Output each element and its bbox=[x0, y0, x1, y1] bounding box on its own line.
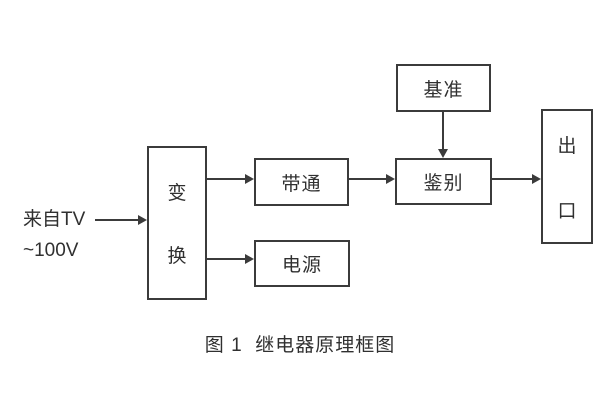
block-discriminator: 鉴别 bbox=[395, 158, 492, 205]
block-power: 电源 bbox=[254, 240, 350, 287]
arrow-transform-to-power bbox=[207, 254, 254, 264]
arrow-input-to-transform bbox=[95, 215, 147, 225]
block-transform: 变 换 bbox=[147, 146, 207, 300]
arrow-transform-to-bandpass bbox=[207, 174, 254, 184]
block-transform-label-char2: 换 bbox=[167, 246, 187, 267]
input-voltage-label: ~100V bbox=[23, 240, 79, 261]
input-source-label: 来自TV bbox=[23, 209, 86, 230]
block-power-label: 电源 bbox=[281, 255, 322, 276]
block-discriminator-label: 鉴别 bbox=[423, 173, 464, 194]
block-reference-label: 基准 bbox=[423, 79, 464, 101]
arrow-reference-to-discriminator bbox=[438, 112, 448, 158]
block-transform-label-char1: 变 bbox=[167, 183, 187, 204]
block-bandpass: 带通 bbox=[254, 158, 349, 206]
block-bandpass-label: 带通 bbox=[281, 173, 322, 195]
block-outlet-label-char2: 口 bbox=[557, 200, 577, 222]
block-outlet-label-char1: 出 bbox=[557, 135, 577, 157]
figure-caption: 图 1 继电器原理框图 bbox=[204, 335, 396, 356]
block-outlet: 出 口 bbox=[541, 109, 593, 244]
arrow-bandpass-to-discriminator bbox=[349, 174, 395, 184]
block-reference: 基准 bbox=[396, 64, 491, 112]
arrow-discriminator-to-outlet bbox=[492, 174, 541, 184]
